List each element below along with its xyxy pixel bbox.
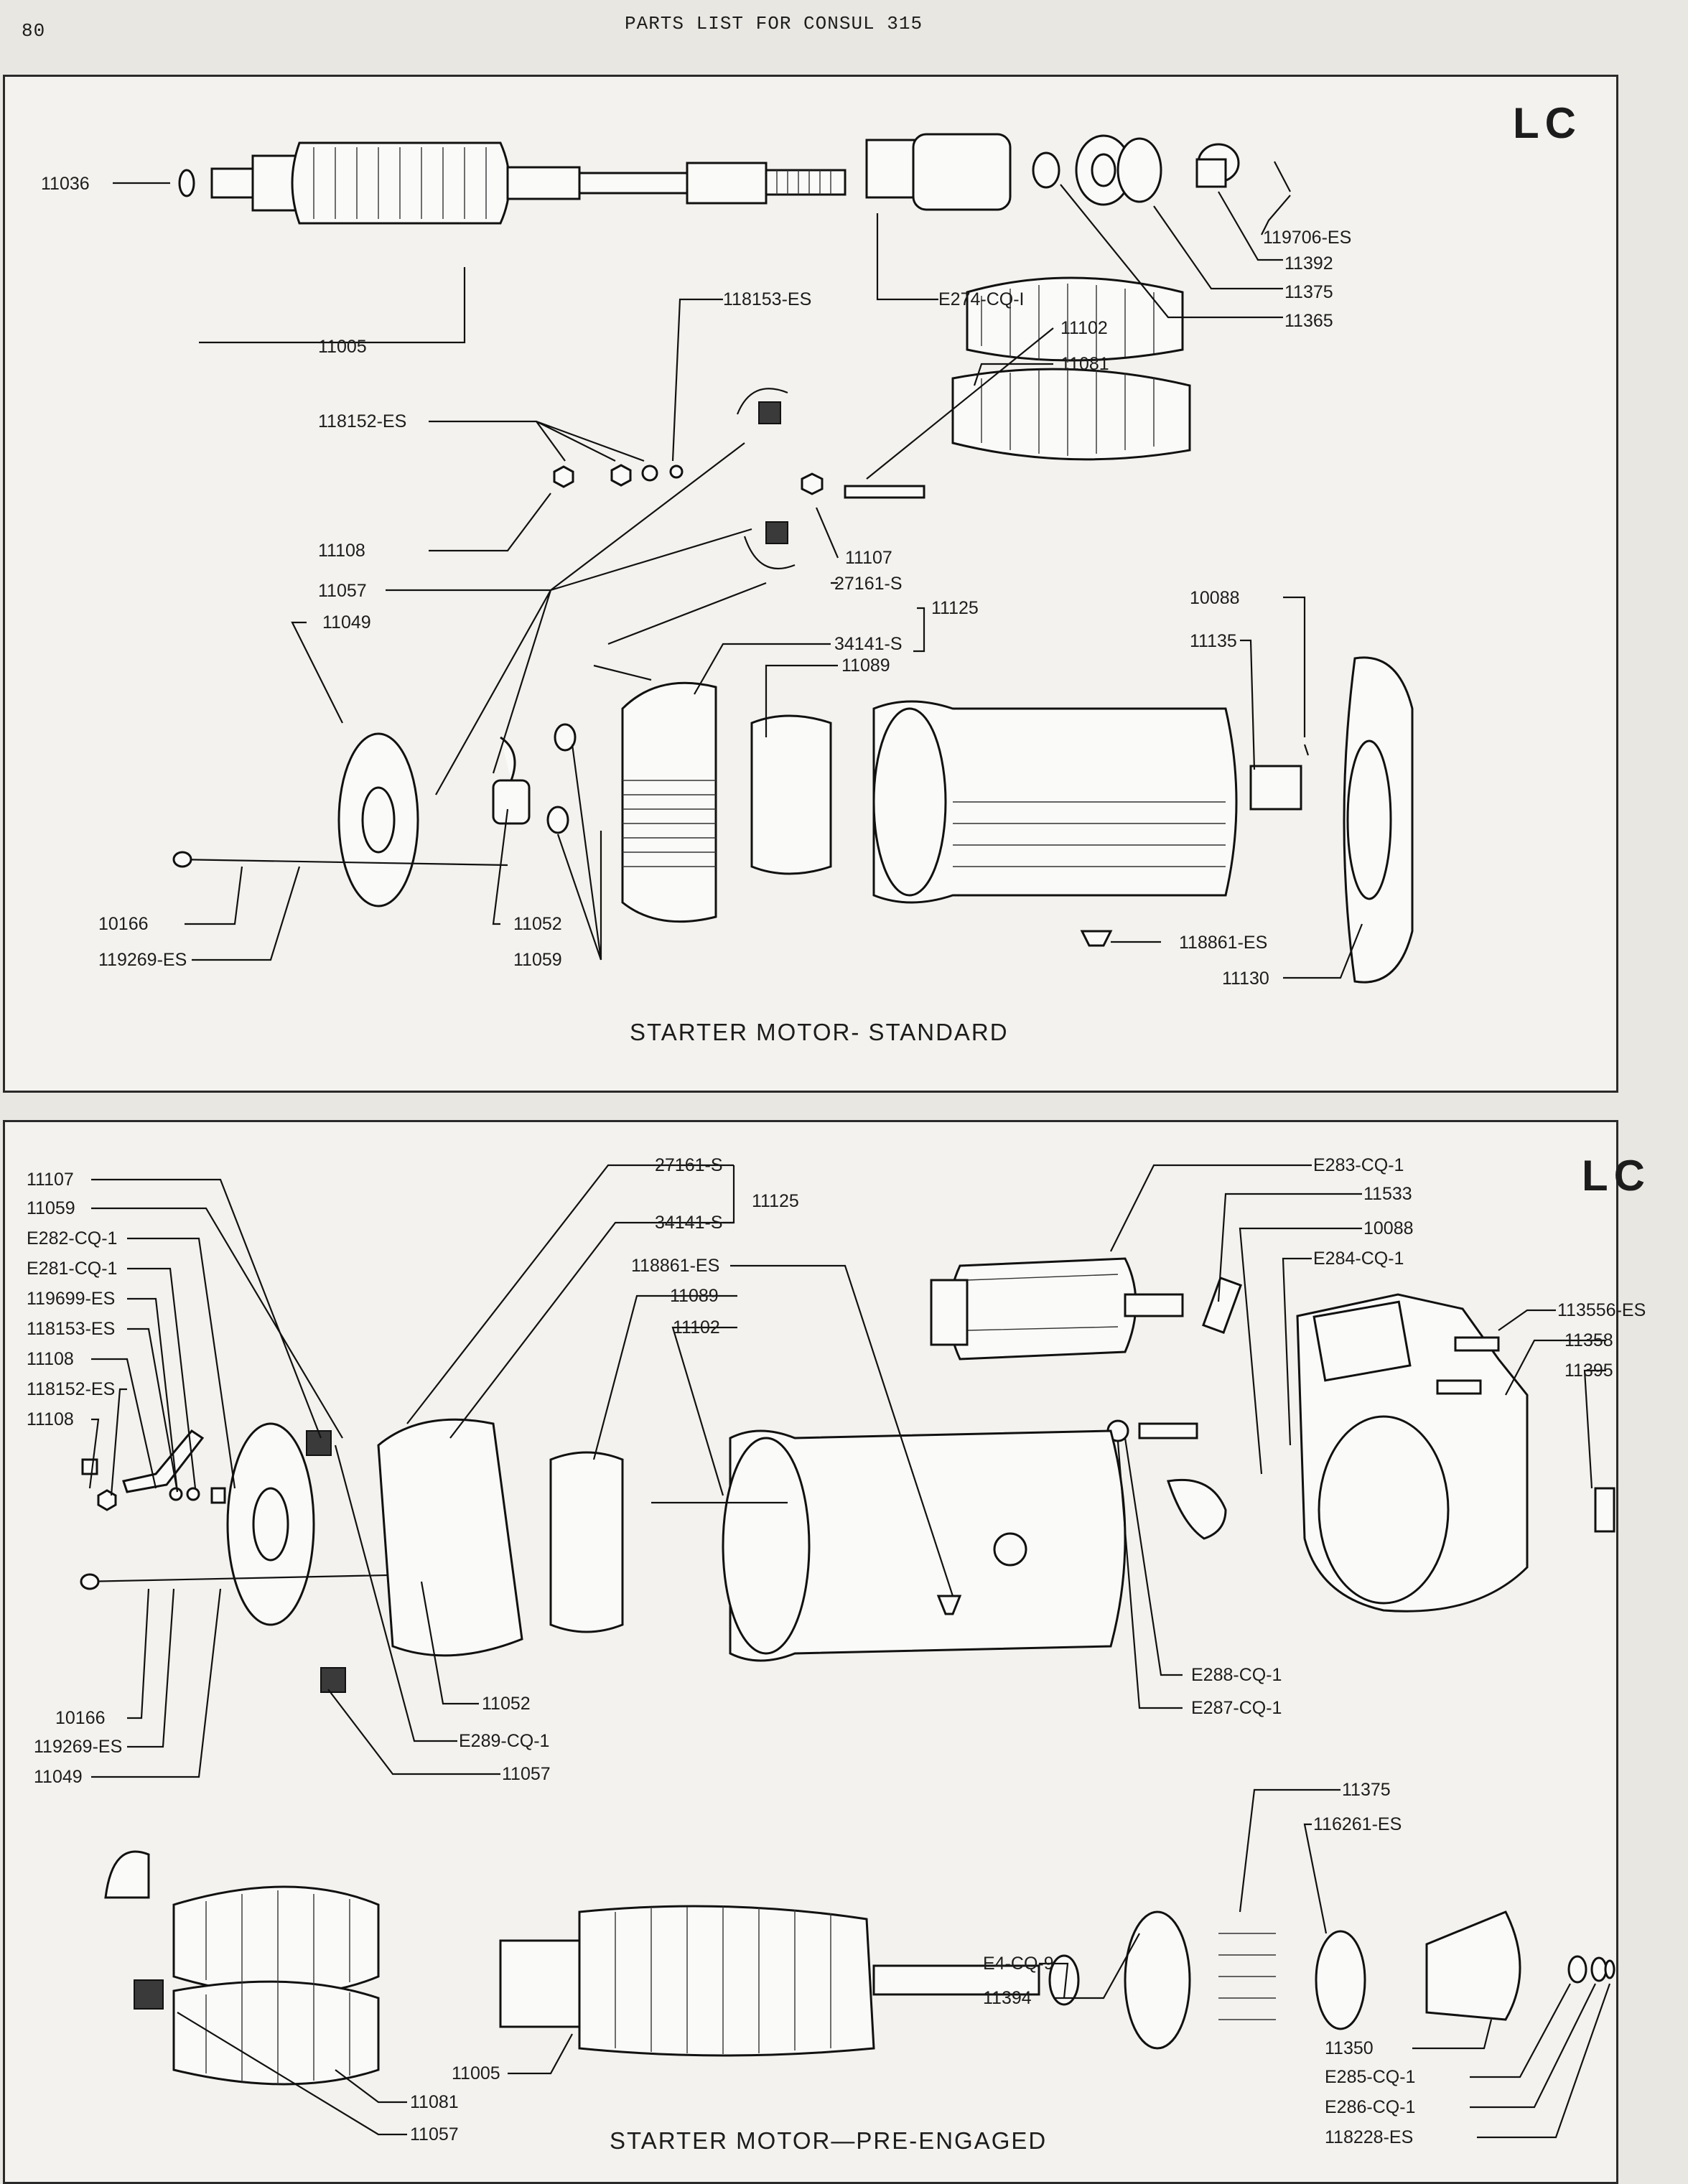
part-label: 10088	[1363, 1218, 1414, 1238]
page-number: 80	[22, 20, 46, 42]
part-label: E283-CQ-1	[1313, 1155, 1404, 1175]
standard-exploded-diagram	[113, 133, 1414, 984]
part-label: 118861-ES	[631, 1256, 720, 1276]
part-label: 11052	[482, 1694, 531, 1714]
diagram-caption: STARTER MOTOR- STANDARD	[630, 1019, 1009, 1045]
part-label: 11005	[452, 2063, 500, 2083]
leader-lines	[113, 182, 1363, 979]
part-label: 11107	[845, 548, 892, 568]
diagram-caption: STARTER MOTOR—PRE-ENGAGED	[610, 2127, 1048, 2154]
part-label: E288-CQ-1	[1191, 1665, 1282, 1685]
part-label: 11036	[41, 174, 90, 194]
part-label: 11135	[1190, 631, 1237, 651]
part-label: 11049	[34, 1767, 83, 1787]
part-label: 11395	[1565, 1361, 1613, 1381]
part-label: E4-CQ-9	[983, 1954, 1054, 1974]
part-label: 118152-ES	[27, 1379, 116, 1399]
part-label: 11089	[670, 1286, 719, 1306]
part-label: 118861-ES	[1179, 933, 1268, 953]
part-label: E274-CQ-I	[938, 289, 1025, 309]
part-label: 11350	[1325, 2038, 1374, 2058]
part-label: 11102	[1060, 318, 1108, 338]
part-label: E282-CQ-1	[27, 1228, 118, 1249]
section-code: LC	[1582, 1152, 1651, 1200]
part-label: 113556-ES	[1557, 1300, 1646, 1320]
drive-pinion-drawing	[865, 133, 1291, 211]
part-label: 118153-ES	[27, 1319, 116, 1339]
part-label: 11057	[318, 581, 367, 601]
starter-motor-pre-engaged-panel: LC	[3, 1120, 1646, 2184]
part-label: 11057	[410, 2124, 459, 2145]
part-label: 11125	[931, 598, 979, 618]
part-label: 11130	[1222, 969, 1269, 989]
brush-hardware-drawing	[553, 388, 824, 570]
part-label: 27161-S	[655, 1155, 723, 1175]
part-label: 11533	[1363, 1184, 1412, 1204]
part-label: 11049	[322, 612, 371, 633]
part-label: 119706-ES	[1263, 228, 1352, 248]
part-label: 11107	[27, 1170, 74, 1190]
part-label: 11358	[1565, 1330, 1613, 1350]
part-label: 118152-ES	[318, 411, 407, 431]
part-label: E286-CQ-1	[1325, 2097, 1416, 2117]
part-label: 10166	[98, 914, 149, 934]
section-code: LC	[1513, 99, 1582, 147]
part-label: E285-CQ-1	[1325, 2067, 1416, 2087]
part-label: 11375	[1284, 282, 1333, 302]
part-label: 11375	[1342, 1780, 1391, 1800]
part-label: E281-CQ-1	[27, 1259, 118, 1279]
part-label: 11392	[1284, 253, 1333, 274]
part-label: 11102	[673, 1317, 720, 1338]
yoke-assembly-drawing	[172, 656, 1414, 984]
pre-engaged-exploded-diagram	[80, 1164, 1615, 2139]
part-label: 10088	[1190, 588, 1240, 608]
part-label: 118153-ES	[723, 289, 812, 309]
part-label: 119269-ES	[34, 1737, 123, 1757]
part-label: 11057	[502, 1764, 551, 1784]
leader-lines	[88, 1164, 1611, 2139]
part-label: 11394	[983, 1988, 1032, 2008]
part-label: 11059	[513, 950, 562, 970]
armature-drawing	[178, 141, 847, 225]
drive-end-housing-drawing	[1296, 1293, 1615, 1613]
part-label: 119699-ES	[27, 1289, 116, 1309]
part-label: 11089	[841, 655, 890, 676]
part-label: 11081	[410, 2092, 459, 2112]
part-label: 34141-S	[655, 1213, 723, 1233]
page-title: PARTS LIST FOR CONSUL 315	[625, 13, 923, 34]
part-label: 11052	[513, 914, 562, 934]
part-label: 118228-ES	[1325, 2127, 1414, 2147]
starter-motor-standard-panel: LC	[3, 75, 1618, 1093]
part-label: 11059	[27, 1198, 75, 1218]
part-label: 11108	[27, 1409, 74, 1429]
part-label: 11108	[27, 1349, 74, 1369]
part-label: E289-CQ-1	[459, 1731, 550, 1751]
part-label: 11005	[318, 337, 367, 357]
part-label: 11365	[1284, 311, 1333, 331]
part-label: E284-CQ-1	[1313, 1249, 1404, 1269]
part-label: 116261-ES	[1313, 1814, 1402, 1834]
yoke-assembly-drawing	[80, 1418, 1127, 1693]
part-label: 11125	[752, 1191, 799, 1211]
part-label: E287-CQ-1	[1191, 1698, 1282, 1718]
field-coils-drawing	[844, 276, 1191, 499]
part-label: 11081	[1060, 354, 1109, 374]
part-label: 119269-ES	[98, 950, 187, 970]
part-label: 11108	[318, 541, 365, 561]
armature-pre-engaged-drawing	[104, 1850, 1615, 2086]
part-label: 27161-S	[834, 574, 903, 594]
part-label: 34141-S	[834, 634, 903, 654]
part-label: 10166	[55, 1708, 106, 1728]
